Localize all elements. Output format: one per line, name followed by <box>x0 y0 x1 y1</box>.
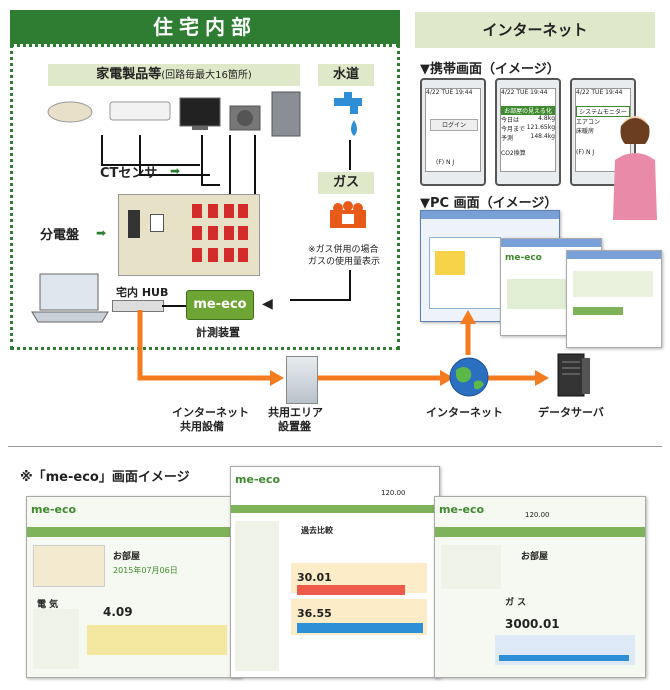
shared-area-label-2: 設置盤 <box>278 420 311 433</box>
screen-2: me-eco 120.00 過去比較 30.01 36.55 <box>230 466 440 678</box>
screen-2-header: 過去比較 <box>301 526 333 535</box>
flow-arrows <box>137 310 549 386</box>
phone-2-val-3: 148.4kg <box>530 133 555 140</box>
distribution-panel <box>118 194 260 276</box>
phone-2-val-2: 121.65kg <box>526 124 555 131</box>
screen-1: me-eco お部屋 2015年07月06日 電 気 4.09 <box>26 496 242 678</box>
screen-1-logo: me-eco <box>31 503 77 516</box>
pc-window-1 <box>420 210 560 322</box>
screen-1-date: 2015年07月06日 <box>113 566 178 575</box>
ct-sensor-label: CTセンサ <box>100 166 158 181</box>
screen-3-logo-b: eco <box>462 503 485 516</box>
phone-3-status: 4/22 TUE 19:44 <box>576 89 623 96</box>
screens-title: ※「me-eco」画面イメージ <box>20 470 190 485</box>
pc-window-2-logo: me-eco <box>505 253 542 263</box>
divider <box>8 446 662 447</box>
internet-header: インターネット <box>415 12 655 48</box>
hub-line <box>162 305 186 307</box>
phone-2-status: 4/22 TUE 19:44 <box>501 89 548 96</box>
screen-1-title: お部屋 <box>113 552 141 562</box>
screen-2-logo-a: me <box>235 473 254 486</box>
server-icon <box>557 353 590 397</box>
screen-1-logo-a: me <box>31 503 50 516</box>
pc-logo-a: me <box>505 253 521 263</box>
phone-1: 4/22 TUE 19:44 ログイン (F) N J <box>420 78 486 186</box>
meter-logo-b: eco <box>221 297 247 312</box>
screen-3: me-eco 120.00 お部屋 ガ ス 3000.01 <box>434 496 646 678</box>
shared-area-label-1: 共用エリア <box>268 406 323 419</box>
meter-device: me-eco <box>186 290 254 320</box>
hub-label: 宅内 HUB <box>116 286 169 299</box>
panel-arrow: ➡ <box>96 226 107 240</box>
utility-lines <box>290 140 351 301</box>
appliances-header: 家電製品等(回路毎最大16箇所) <box>48 64 300 86</box>
faucet-icon <box>334 92 362 136</box>
phone-2-row-3: 予測 <box>501 135 514 142</box>
person-illustration <box>613 116 657 220</box>
screen-1-value: 4.09 <box>103 605 133 619</box>
appliance-icons <box>47 91 301 137</box>
phone-2-val-1: 4.8kg <box>538 115 555 122</box>
main-breaker <box>128 210 140 238</box>
phone-3-row-1: エアコン <box>576 119 601 126</box>
screen-2-val2: 36.55 <box>297 607 332 620</box>
meter-label: 計測装置 <box>196 326 240 339</box>
globe-icon <box>449 357 489 397</box>
phone-2-title: お部屋の見える化 <box>501 106 555 115</box>
phone-3-title: システムモニター <box>576 106 630 117</box>
appliances-note: (回路毎最大16箇所) <box>161 70 252 81</box>
gas-note-2: ガスの使用量表示 <box>308 257 381 267</box>
gas-header: ガス <box>318 172 374 194</box>
breaker-array <box>192 204 248 262</box>
laptop-icon <box>31 273 109 323</box>
pc-window-3 <box>566 250 662 348</box>
screen-3-title: お部屋 <box>521 552 549 562</box>
phone-1-login[interactable]: ログイン <box>430 119 478 131</box>
water-header: 水道 <box>318 64 374 86</box>
home-interior-box <box>10 44 400 350</box>
gas-flame-icon <box>330 201 366 228</box>
internet-equipment-label-1: インターネット <box>172 406 249 419</box>
phone-2-row-1: 今日は <box>501 117 520 124</box>
ceiling-light-icon <box>47 101 93 123</box>
panel-label: 分電盤 <box>40 228 80 243</box>
phone-3-row-2: 床暖房 <box>576 128 595 135</box>
meter-arrow: ◀ <box>262 296 273 312</box>
screen-2-val1: 30.01 <box>297 571 332 584</box>
phone-2-footer: CO2換算 <box>501 150 526 157</box>
tv-icon <box>179 97 221 127</box>
phone-1-status: 4/22 TUE 19:44 <box>426 89 473 96</box>
screen-2-logo: me-eco <box>235 473 281 486</box>
pc-label: ▼PC 画面（イメージ） <box>420 196 558 211</box>
home-interior-header: 住宅内部 <box>10 10 400 44</box>
ct-sensor-arrow: ➡ <box>170 164 181 178</box>
screen-3-item: ガ ス <box>505 598 527 608</box>
ct-wiring <box>101 135 256 195</box>
phone-2-row-2: 今月まで <box>501 126 526 133</box>
meter-logo-a: me <box>193 297 216 312</box>
mobile-label: ▼携帯画面（イメージ） <box>420 62 560 77</box>
pc-logo-b: eco <box>524 253 542 263</box>
screen-1-logo-b: eco <box>54 503 77 516</box>
internet-label: インターネット <box>426 406 503 419</box>
phone-3-footer: (F) N J <box>576 149 595 156</box>
screen-3-value: 3000.01 <box>505 617 560 631</box>
appliances-title: 家電製品等 <box>96 67 162 82</box>
screen-3-logo: me-eco <box>439 503 485 516</box>
phone-1-footer: (F) N J <box>436 159 455 166</box>
screen-3-logo-a: me <box>439 503 458 516</box>
screen-3-top: 120.00 <box>525 511 550 519</box>
data-server-label: データサーバ <box>538 406 604 419</box>
air-conditioner-icon <box>109 101 171 121</box>
shared-area-panel <box>286 356 318 404</box>
breaker-switch <box>150 214 164 232</box>
screen-1-item: 電 気 <box>37 600 59 610</box>
water-heater-icon <box>271 91 301 137</box>
internet-equipment-label-2: 共用設備 <box>180 420 224 433</box>
gas-note-1: ※ガス併用の場合 <box>308 245 379 255</box>
screen-2-top: 120.00 <box>381 489 406 497</box>
screen-2-logo-b: eco <box>258 473 281 486</box>
